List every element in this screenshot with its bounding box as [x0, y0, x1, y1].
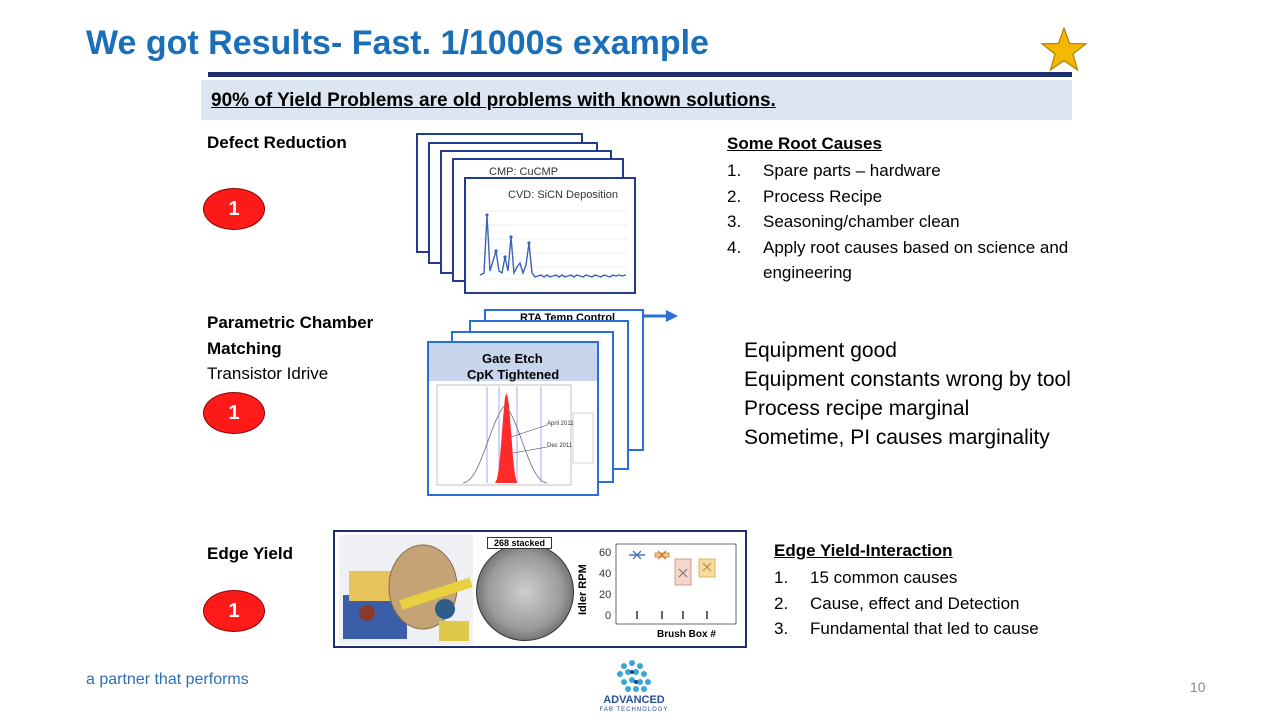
cpk-title: CpK Tightened — [467, 367, 560, 382]
y-tick: 20 — [599, 589, 612, 601]
banner-text: 90% of Yield Problems are old problems w… — [211, 90, 776, 111]
list-item: 3.Fundamental that led to cause — [774, 619, 1039, 638]
cpk-histogram — [436, 384, 594, 486]
annotation-april: April 2011 — [547, 421, 574, 427]
y-tick: 40 — [599, 568, 612, 580]
gate-etch-card: Gate Etch CpK Tightened April 2011 Dec 2… — [427, 341, 599, 496]
note-line: Equipment good — [744, 339, 897, 362]
logo-mark-icon — [617, 660, 651, 692]
logo-subtext: FAB TECHNOLOGY — [599, 707, 669, 713]
root-causes-title: Some Root Causes — [727, 134, 882, 153]
boxplot-chart — [615, 543, 737, 625]
root-causes-list: 1.Spare parts – hardware 2.Process Recip… — [727, 158, 1087, 286]
chart-title-sicn: CVD: SiCN Deposition — [508, 189, 619, 201]
gate-etch-header — [429, 343, 597, 381]
boxplot-panel: Idler RPM 60 40 20 0 Brush Box # — [577, 535, 743, 645]
gate-etch-title: Gate Etch — [482, 351, 543, 366]
chart-title-cucmp: CMP: CuCMP — [489, 166, 559, 178]
list-item: 1.15 common causes — [774, 568, 958, 587]
defect-reduction-label: Defect Reduction — [207, 133, 347, 152]
list-item: 1.Spare parts – hardware — [727, 161, 941, 180]
edge-badge: 1 — [203, 590, 265, 632]
edge-yield-label: Edge Yield — [207, 544, 293, 563]
slide-title: We got Results- Fast. 1/1000s example — [86, 24, 709, 62]
company-logo: ADVANCED FAB TECHNOLOGY — [592, 658, 676, 716]
note-line: Process recipe marginal — [744, 397, 970, 420]
title-rule — [208, 72, 1072, 77]
brush-equipment-image — [339, 535, 473, 645]
page-number: 10 — [1190, 679, 1206, 695]
parametric-badge: 1 — [203, 392, 265, 434]
headline-banner: 90% of Yield Problems are old problems w… — [201, 80, 1072, 120]
parametric-label-line2: Matching — [207, 339, 282, 358]
y-tick: 60 — [599, 547, 612, 559]
boxplot-ylabel: Idler RPM — [577, 564, 589, 615]
wafer-map — [476, 543, 574, 641]
logo-text: ADVANCED — [603, 694, 665, 706]
parametric-notes: Equipment good Equipment constants wrong… — [744, 336, 1071, 452]
y-tick: 0 — [605, 610, 612, 622]
edge-interaction-list: 1.15 common causes 2.Cause, effect and D… — [774, 565, 1094, 642]
star-icon — [1040, 26, 1088, 72]
list-item: 2.Process Recipe — [727, 186, 883, 206]
parametric-sublabel: Transistor Idrive — [207, 364, 329, 383]
list-item: 2.Cause, effect and Detection — [774, 593, 1020, 613]
note-line: Equipment constants wrong by tool — [744, 368, 1071, 391]
edge-yield-figure: 268 stacked Idler RPM 60 40 20 0 Brush B… — [333, 530, 747, 648]
parametric-label-line1: Parametric Chamber — [207, 313, 374, 332]
list-item: 4.Apply root causes based on science and… — [727, 237, 1069, 283]
note-line: Sometime, PI causes marginality — [744, 426, 1050, 449]
boxplot-xlabel: Brush Box # — [657, 629, 716, 640]
list-item: 3.Seasoning/chamber clean — [727, 212, 960, 231]
defect-trend-plot — [478, 210, 628, 280]
defect-badge: 1 — [203, 188, 265, 230]
chart-card-front: CVD: SiCN Deposition — [464, 177, 636, 294]
footer-tagline: a partner that performs — [86, 671, 249, 688]
stacked-label: 268 stacked — [487, 537, 553, 549]
edge-interaction-title: Edge Yield-Interaction — [774, 541, 953, 560]
annotation-dec: Dec 2011 — [547, 443, 573, 449]
wafer-map-panel: 268 stacked — [473, 535, 577, 645]
